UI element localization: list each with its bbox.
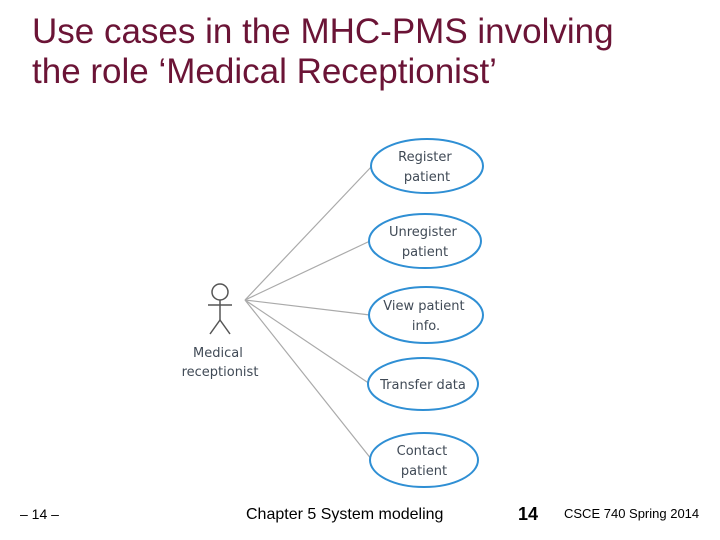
connectors bbox=[244, 165, 373, 461]
use-case-label-line-2: patient bbox=[402, 245, 448, 260]
actor-left-leg bbox=[209, 319, 221, 335]
slide-title-line-1: Use cases in the MHC-PMS involving bbox=[32, 12, 614, 51]
use-case-ellipse bbox=[370, 138, 484, 194]
use-case-view-patient-info: View patient info. bbox=[368, 286, 484, 344]
use-case-label-line-1: Register bbox=[398, 150, 452, 165]
use-case-label: Register patient bbox=[398, 150, 456, 185]
connector-contact-patient bbox=[244, 299, 373, 461]
use-case-label: View patient info. bbox=[383, 299, 468, 334]
use-case-label-line-2: info. bbox=[412, 319, 440, 334]
use-case-transfer-data: Transfer data bbox=[367, 357, 479, 411]
connector-unregister-patient bbox=[244, 240, 371, 301]
use-case-label-line-2: patient bbox=[404, 170, 450, 185]
connector-transfer-data bbox=[244, 299, 371, 385]
actor-label: Medical receptionist bbox=[182, 346, 259, 380]
use-case-ellipse bbox=[367, 357, 479, 411]
footer-course: CSCE 740 Spring 2014 bbox=[564, 506, 700, 521]
actor-head bbox=[211, 283, 229, 301]
use-case-label: Contact patient bbox=[397, 444, 452, 479]
use-case-label-line-2: patient bbox=[401, 464, 447, 479]
actor-label-line-2: receptionist bbox=[182, 365, 259, 380]
connector-register-patient bbox=[244, 165, 373, 301]
use-case-unregister-patient: Unregister patient bbox=[368, 213, 482, 269]
slide-title-line-2: the role ‘Medical Receptionist’ bbox=[32, 52, 497, 91]
footer-page-left: – 14 – bbox=[20, 506, 59, 522]
use-case-ellipse bbox=[368, 213, 482, 269]
use-case-label-line-1: Unregister bbox=[389, 225, 458, 240]
use-case-contact-patient: Contact patient bbox=[369, 432, 479, 488]
connector-view-patient-info bbox=[244, 299, 371, 316]
use-case-register-patient: Register patient bbox=[370, 138, 484, 194]
use-case-ellipse bbox=[369, 432, 479, 488]
use-case-label: Transfer data bbox=[379, 378, 466, 393]
actor-label-line-1: Medical bbox=[193, 346, 243, 361]
slide-title: Use cases in the MHC-PMS involving the r… bbox=[32, 12, 712, 92]
use-case-ellipse bbox=[368, 286, 484, 344]
actor-right-leg bbox=[219, 319, 231, 335]
use-case-label: Unregister patient bbox=[389, 225, 461, 260]
use-case-label-line-1: Contact bbox=[397, 444, 448, 459]
footer-chapter: Chapter 5 System modeling bbox=[246, 506, 444, 523]
use-case-label-line-1: View patient bbox=[383, 299, 464, 314]
actor-stick-figure bbox=[208, 283, 232, 335]
use-case-label-line-1: Transfer data bbox=[379, 378, 466, 393]
footer-page-number: 14 bbox=[518, 504, 539, 524]
